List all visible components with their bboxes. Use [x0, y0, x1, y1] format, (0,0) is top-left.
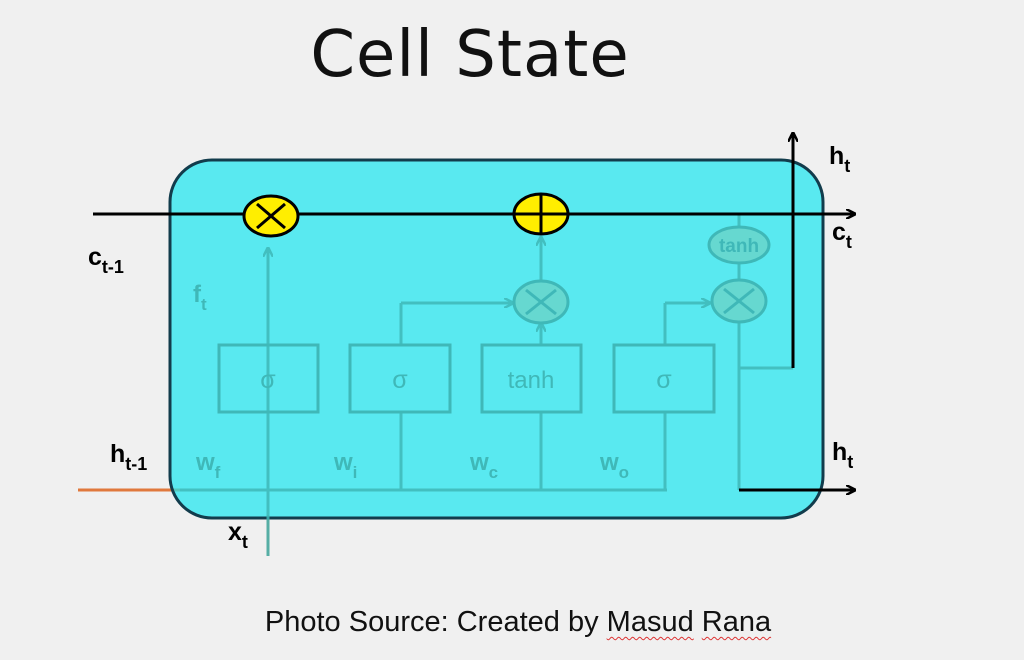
w-o-label: wo	[599, 449, 629, 482]
cell-tanh-label: tanh	[719, 236, 759, 257]
forget-gate-label: σ	[260, 366, 276, 394]
output-multiply-icon	[710, 278, 768, 324]
candidate-gate-label: tanh	[508, 367, 555, 394]
w-f-label: wf	[195, 449, 221, 482]
gate-wiring	[180, 215, 793, 556]
input-multiply-icon	[512, 279, 570, 325]
caption-space	[694, 606, 702, 638]
input-gate-box	[348, 343, 452, 414]
cell-tanh-node	[707, 225, 771, 265]
h-prev-label: ht-1	[110, 440, 147, 474]
cell-add-icon	[512, 192, 570, 236]
forget-gate-box	[217, 343, 320, 414]
output-gate-box	[612, 343, 716, 414]
caption-author-last: Rana	[701, 606, 772, 638]
w-i-label: wi	[333, 449, 357, 482]
caption-author-first: Masud	[606, 606, 694, 638]
caption-prefix: Photo Source: Created by	[264, 606, 607, 638]
x-input-label: xt	[228, 518, 248, 552]
lstm-cell-box	[168, 158, 825, 520]
w-c-label: wc	[469, 449, 498, 482]
forget-multiply-icon	[242, 194, 300, 238]
page-title: Cell State	[310, 18, 630, 92]
output-gate-label: σ	[656, 366, 672, 394]
c-prev-label: ct-1	[88, 243, 124, 277]
f-t-label: ft	[193, 281, 207, 314]
photo-caption: Photo Source: Created by Masud Rana	[0, 606, 1024, 639]
h-right-label: ht	[832, 438, 853, 472]
input-gate-label: σ	[392, 366, 408, 394]
gate-boxes	[217, 343, 716, 414]
h-top-label: ht	[829, 142, 850, 176]
c-next-label: ct	[832, 218, 852, 252]
candidate-gate-box	[480, 343, 583, 414]
